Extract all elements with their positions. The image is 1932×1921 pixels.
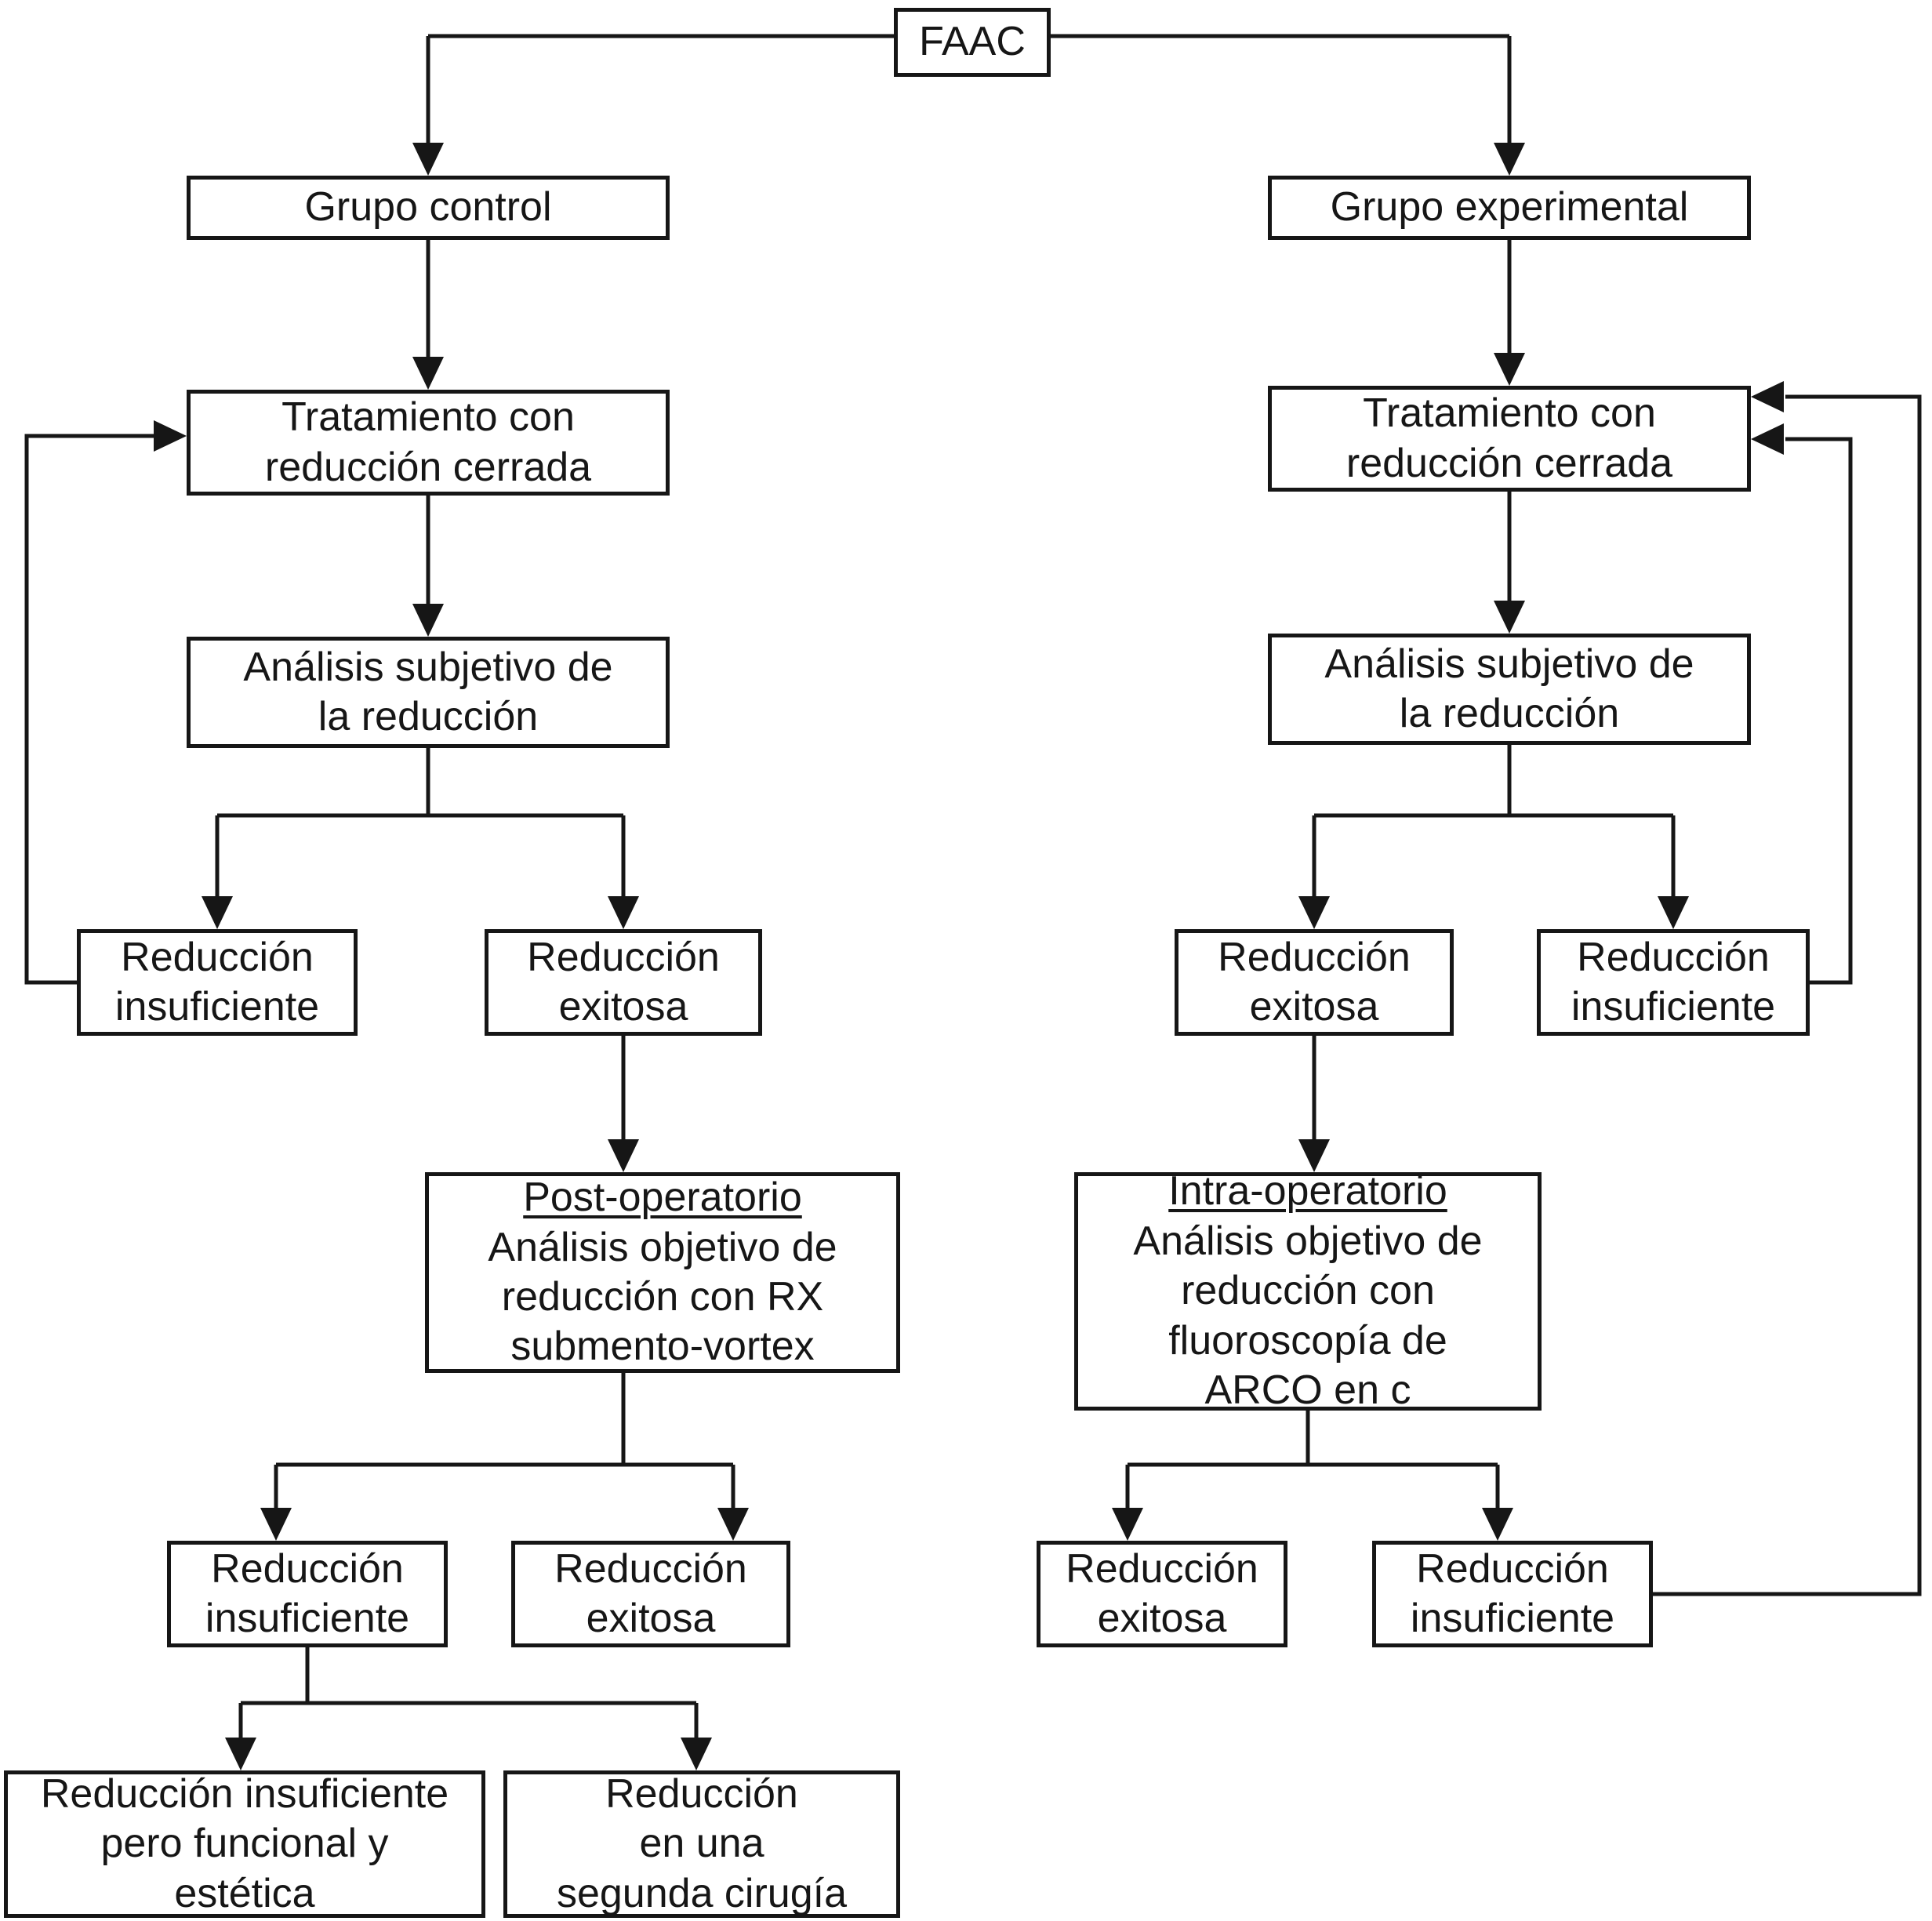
node-reduccion-exitosa-postop: Reducción exitosa <box>511 1541 790 1647</box>
node-analisis-experimental: Análisis subjetivo de la reducción <box>1268 634 1751 745</box>
node-reduccion-insuficiente-experimental-label: Reducción insuficiente <box>1571 934 1776 1029</box>
node-tratamiento-experimental: Tratamiento con reducción cerrada <box>1268 386 1751 492</box>
node-analisis-experimental-label: Análisis subjetivo de la reducción <box>1324 641 1694 736</box>
node-reduccion-exitosa-intraop: Reducción exitosa <box>1037 1541 1287 1647</box>
node-tratamiento-control-label: Tratamiento con reducción cerrada <box>264 394 592 490</box>
node-grupo-experimental: Grupo experimental <box>1268 176 1751 240</box>
node-tratamiento-experimental-label: Tratamiento con reducción cerrada <box>1346 390 1673 486</box>
node-reduccion-exitosa-control-label: Reducción exitosa <box>527 934 720 1029</box>
node-grupo-control-label: Grupo control <box>304 184 552 231</box>
edge-exitosa-to-intraop <box>1298 1036 1330 1172</box>
node-intra-operatorio-body: Análisis objetivo de reducción con fluor… <box>1133 1218 1483 1414</box>
node-analisis-control: Análisis subjetivo de la reducción <box>187 637 670 748</box>
node-faac: FAAC <box>894 8 1051 77</box>
node-analisis-control-label: Análisis subjetivo de la reducción <box>243 644 613 739</box>
node-tratamiento-control: Tratamiento con reducción cerrada <box>187 390 670 496</box>
edge-insuficiente-bottom-split <box>225 1647 712 1770</box>
node-reduccion-exitosa-experimental: Reducción exitosa <box>1175 929 1454 1036</box>
node-reduccion-insuficiente-intraop: Reducción insuficiente <box>1372 1541 1653 1647</box>
node-intra-operatorio-title: Intra-operatorio <box>1168 1168 1447 1215</box>
node-post-operatorio: Post-operatorio Análisis objetivo de red… <box>425 1172 900 1373</box>
node-reduccion-funcional-estetica: Reducción insuficiente pero funcional y … <box>4 1770 485 1918</box>
node-reduccion-insuficiente-control: Reducción insuficiente <box>77 929 358 1036</box>
edge-control-to-tratamiento <box>412 240 444 390</box>
node-post-operatorio-body: Análisis objetivo de reducción con RX su… <box>488 1224 837 1370</box>
edge-tratamiento-analisis-right <box>1494 492 1525 634</box>
edge-analisis-split-left <box>202 748 639 929</box>
node-reduccion-insuficiente-postop-label: Reducción insuficiente <box>205 1545 410 1641</box>
node-reduccion-funcional-estetica-label: Reducción insuficiente pero funcional y … <box>40 1770 449 1916</box>
node-reduccion-insuficiente-postop: Reducción insuficiente <box>167 1541 448 1647</box>
node-grupo-control: Grupo control <box>187 176 670 240</box>
edge-postop-split <box>260 1373 749 1541</box>
edge-experimental-to-tratamiento <box>1494 240 1525 386</box>
edge-feedback-inner-right <box>1751 423 1853 985</box>
edge-analisis-split-right <box>1298 745 1689 929</box>
node-intra-operatorio: Intra-operatorio Análisis objetivo de re… <box>1074 1168 1542 1413</box>
node-reduccion-segunda-cirugia-label: Reducción en una segunda cirugía <box>556 1770 848 1916</box>
node-faac-label: FAAC <box>919 19 1026 65</box>
node-post-operatorio-title: Post-operatorio <box>523 1175 802 1221</box>
node-reduccion-exitosa-postop-label: Reducción exitosa <box>554 1545 747 1641</box>
node-reduccion-insuficiente-intraop-label: Reducción insuficiente <box>1410 1545 1615 1641</box>
edge-tratamiento-analisis-left <box>412 496 444 637</box>
edge-feedback-left <box>24 420 187 985</box>
node-grupo-experimental-label: Grupo experimental <box>1330 184 1689 231</box>
node-reduccion-exitosa-intraop-label: Reducción exitosa <box>1066 1545 1258 1641</box>
node-reduccion-exitosa-control: Reducción exitosa <box>485 929 762 1036</box>
node-reduccion-insuficiente-experimental: Reducción insuficiente <box>1537 929 1810 1036</box>
edge-feedback-outer-right <box>1653 381 1922 1596</box>
node-reduccion-exitosa-experimental-label: Reducción exitosa <box>1218 934 1411 1029</box>
edge-intraop-split <box>1112 1411 1513 1541</box>
node-reduccion-insuficiente-control-label: Reducción insuficiente <box>114 934 320 1029</box>
edge-exitosa-to-postop <box>608 1036 639 1172</box>
node-reduccion-segunda-cirugia: Reducción en una segunda cirugía <box>503 1770 900 1918</box>
